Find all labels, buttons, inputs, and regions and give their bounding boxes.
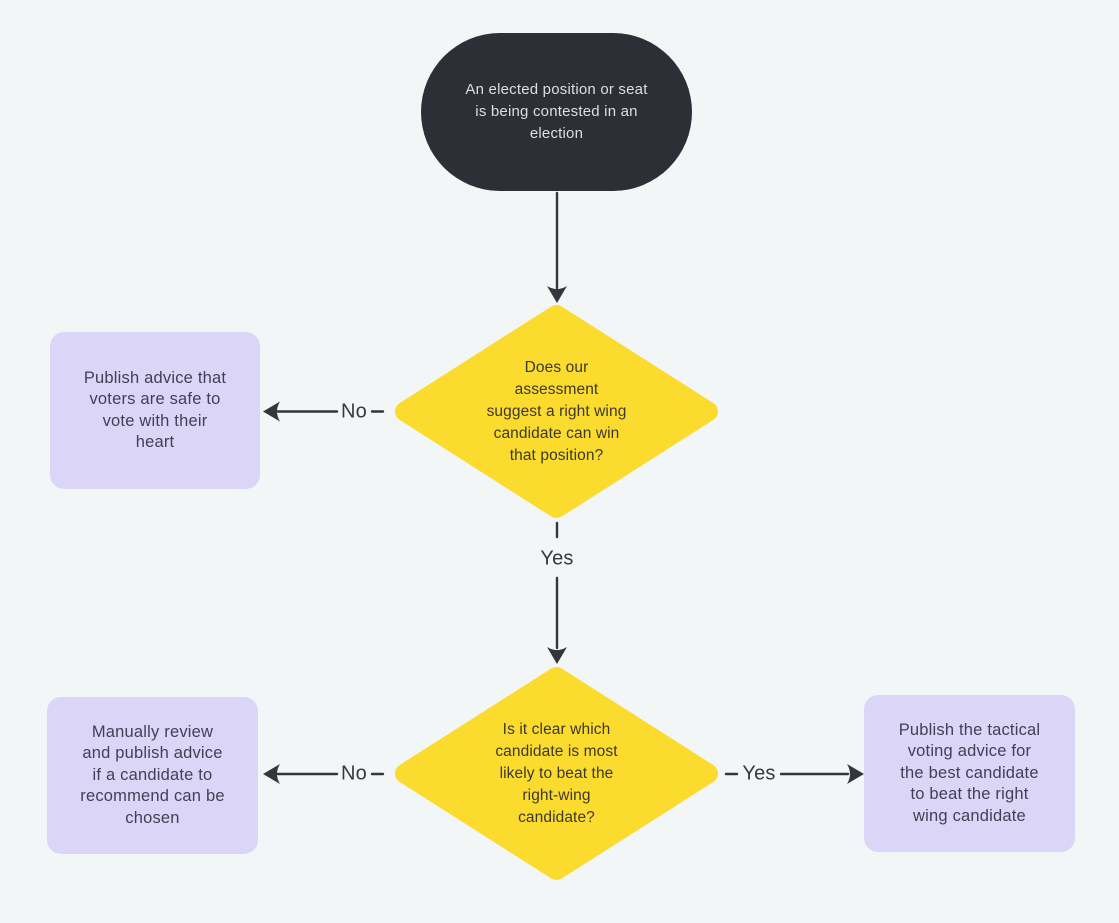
diamond-shape xyxy=(395,305,718,518)
edge-decision2-no xyxy=(263,764,385,784)
arrowhead-down-icon xyxy=(547,647,567,664)
edge-label-decision1-no: No xyxy=(341,400,367,423)
node-outcome-tactical-advice: Publish the tactical voting advice for t… xyxy=(864,695,1075,852)
node-outcome-manual-review: Manually review and publish advice if a … xyxy=(47,697,258,854)
edge-decision1-no xyxy=(263,401,385,422)
node-decision2-text: Is it clear which candidate is most like… xyxy=(495,720,618,826)
node-decision-right-wing-win: Does our assessment suggest a right wing… xyxy=(395,305,718,518)
edge-label-decision2-yes: Yes xyxy=(742,762,776,785)
node-outcome-manual-review-text: Manually review and publish advice if a … xyxy=(80,722,225,827)
diamond-shape xyxy=(395,667,718,880)
arrowhead-left-icon xyxy=(263,764,280,784)
edge-decision1-yes xyxy=(547,521,567,664)
node-outcome-vote-heart: Publish advice that voters are safe to v… xyxy=(50,332,260,489)
edge-label-decision1-yes: Yes xyxy=(540,547,574,570)
edge-start-to-decision1 xyxy=(547,191,567,303)
node-start-text: An elected position or seat is being con… xyxy=(465,81,648,142)
arrowhead-left-icon xyxy=(263,401,280,422)
node-decision-clear-candidate: Is it clear which candidate is most like… xyxy=(395,667,718,880)
node-outcome-tactical-advice-text: Publish the tactical voting advice for t… xyxy=(898,720,1041,825)
arrowhead-down-icon xyxy=(547,286,567,303)
edge-label-decision2-no: No xyxy=(341,762,367,785)
edge-decision2-yes xyxy=(724,764,864,784)
arrowhead-right-icon xyxy=(847,764,864,784)
node-decision1-text: Does our assessment suggest a right wing… xyxy=(486,358,627,464)
node-outcome-vote-heart-text: Publish advice that voters are safe to v… xyxy=(83,368,227,452)
node-start: An elected position or seat is being con… xyxy=(421,33,692,191)
